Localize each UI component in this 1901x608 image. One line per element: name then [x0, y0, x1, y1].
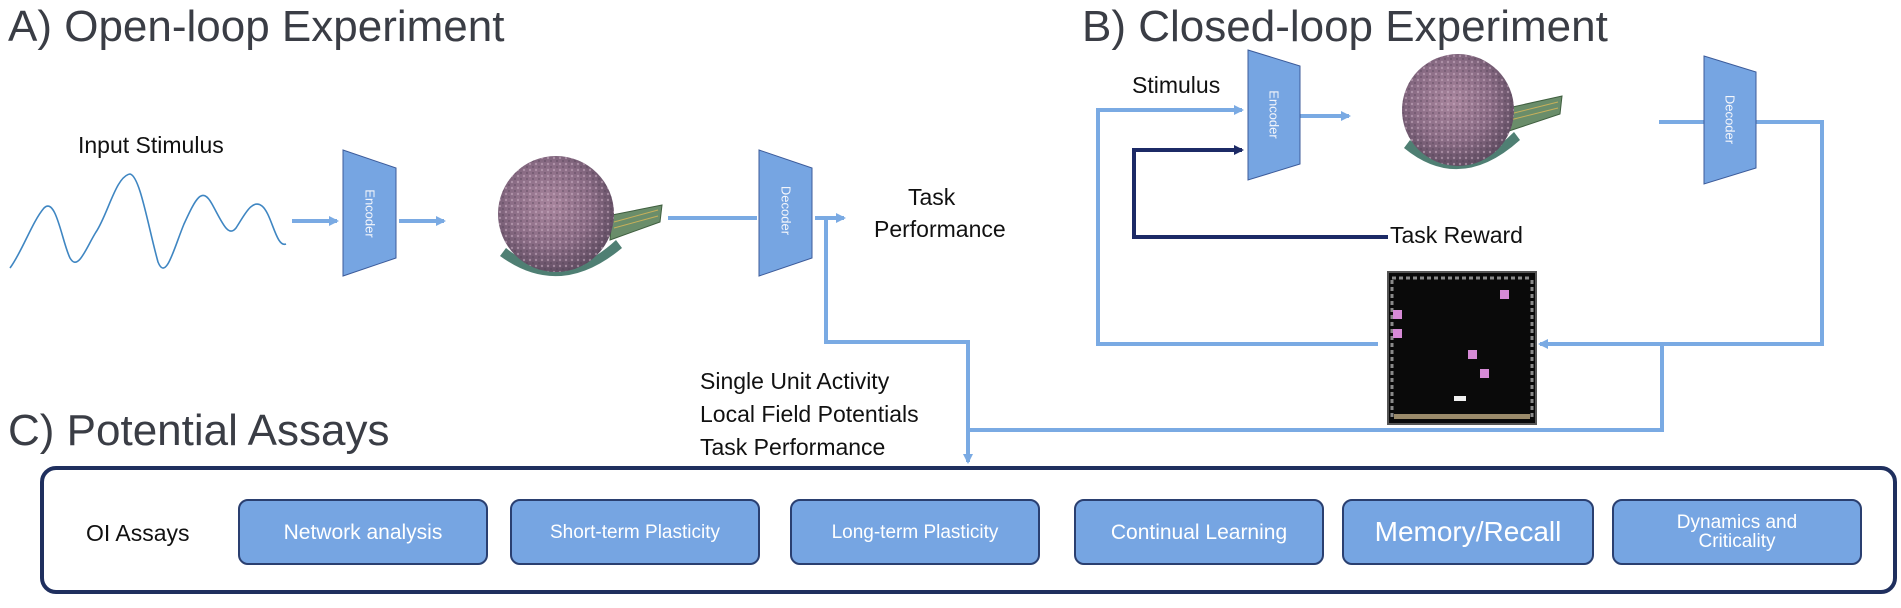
decoder-block-closed: [1703, 55, 1757, 185]
arrow-closed-to-assays: [968, 344, 1664, 432]
encoder-label-open: Encoder: [362, 189, 378, 238]
arrow-decoder-to-assays: [824, 218, 973, 464]
panel-a-title: A) Open-loop Experiment: [8, 2, 505, 51]
assays-frame: [40, 466, 1897, 594]
assay-memory-recall[interactable]: Memory/Recall: [1342, 499, 1594, 565]
pong-game-screen: [1387, 271, 1537, 425]
assay-continual-learning[interactable]: Continual Learning: [1074, 499, 1324, 565]
encoder-block-closed: [1247, 49, 1301, 181]
assay-network-analysis[interactable]: Network analysis: [238, 499, 488, 565]
assay-dynamics-criticality[interactable]: Dynamics and Criticality: [1612, 499, 1862, 565]
task-performance-line1: Task: [908, 184, 956, 210]
arrow-decoder-to-game: [1538, 120, 1824, 349]
stimulus-label: Stimulus: [1132, 72, 1221, 98]
input-stimulus-label: Input Stimulus: [78, 132, 224, 158]
oi-assays-label: OI Assays: [86, 520, 190, 546]
encoder-label-closed: Encoder: [1266, 90, 1282, 139]
encoder-block-open: [342, 149, 397, 277]
decoder-label-closed: Decoder: [1722, 94, 1738, 145]
task-reward-label: Task Reward: [1390, 222, 1523, 248]
readout-lfp: Local Field Potentials: [700, 401, 919, 427]
panel-c-title: C) Potential Assays: [8, 406, 390, 455]
task-performance-line2: Performance: [874, 216, 1006, 242]
assay-long-term-plasticity[interactable]: Long-term Plasticity: [790, 499, 1040, 565]
arrow-task-reward: [1132, 145, 1388, 239]
decoder-block-open: [758, 149, 813, 277]
arrow-game-to-encoder: [1096, 105, 1378, 346]
organoid-closed: [1402, 54, 1563, 170]
organoid-open: [498, 156, 663, 277]
readout-single-unit: Single Unit Activity: [700, 368, 890, 394]
decoder-label-open: Decoder: [778, 185, 794, 236]
assay-short-term-plasticity[interactable]: Short-term Plasticity: [510, 499, 760, 565]
readout-task-performance: Task Performance: [700, 434, 886, 460]
panel-b-title: B) Closed-loop Experiment: [1082, 2, 1608, 51]
stimulus-waveform: [9, 173, 287, 269]
